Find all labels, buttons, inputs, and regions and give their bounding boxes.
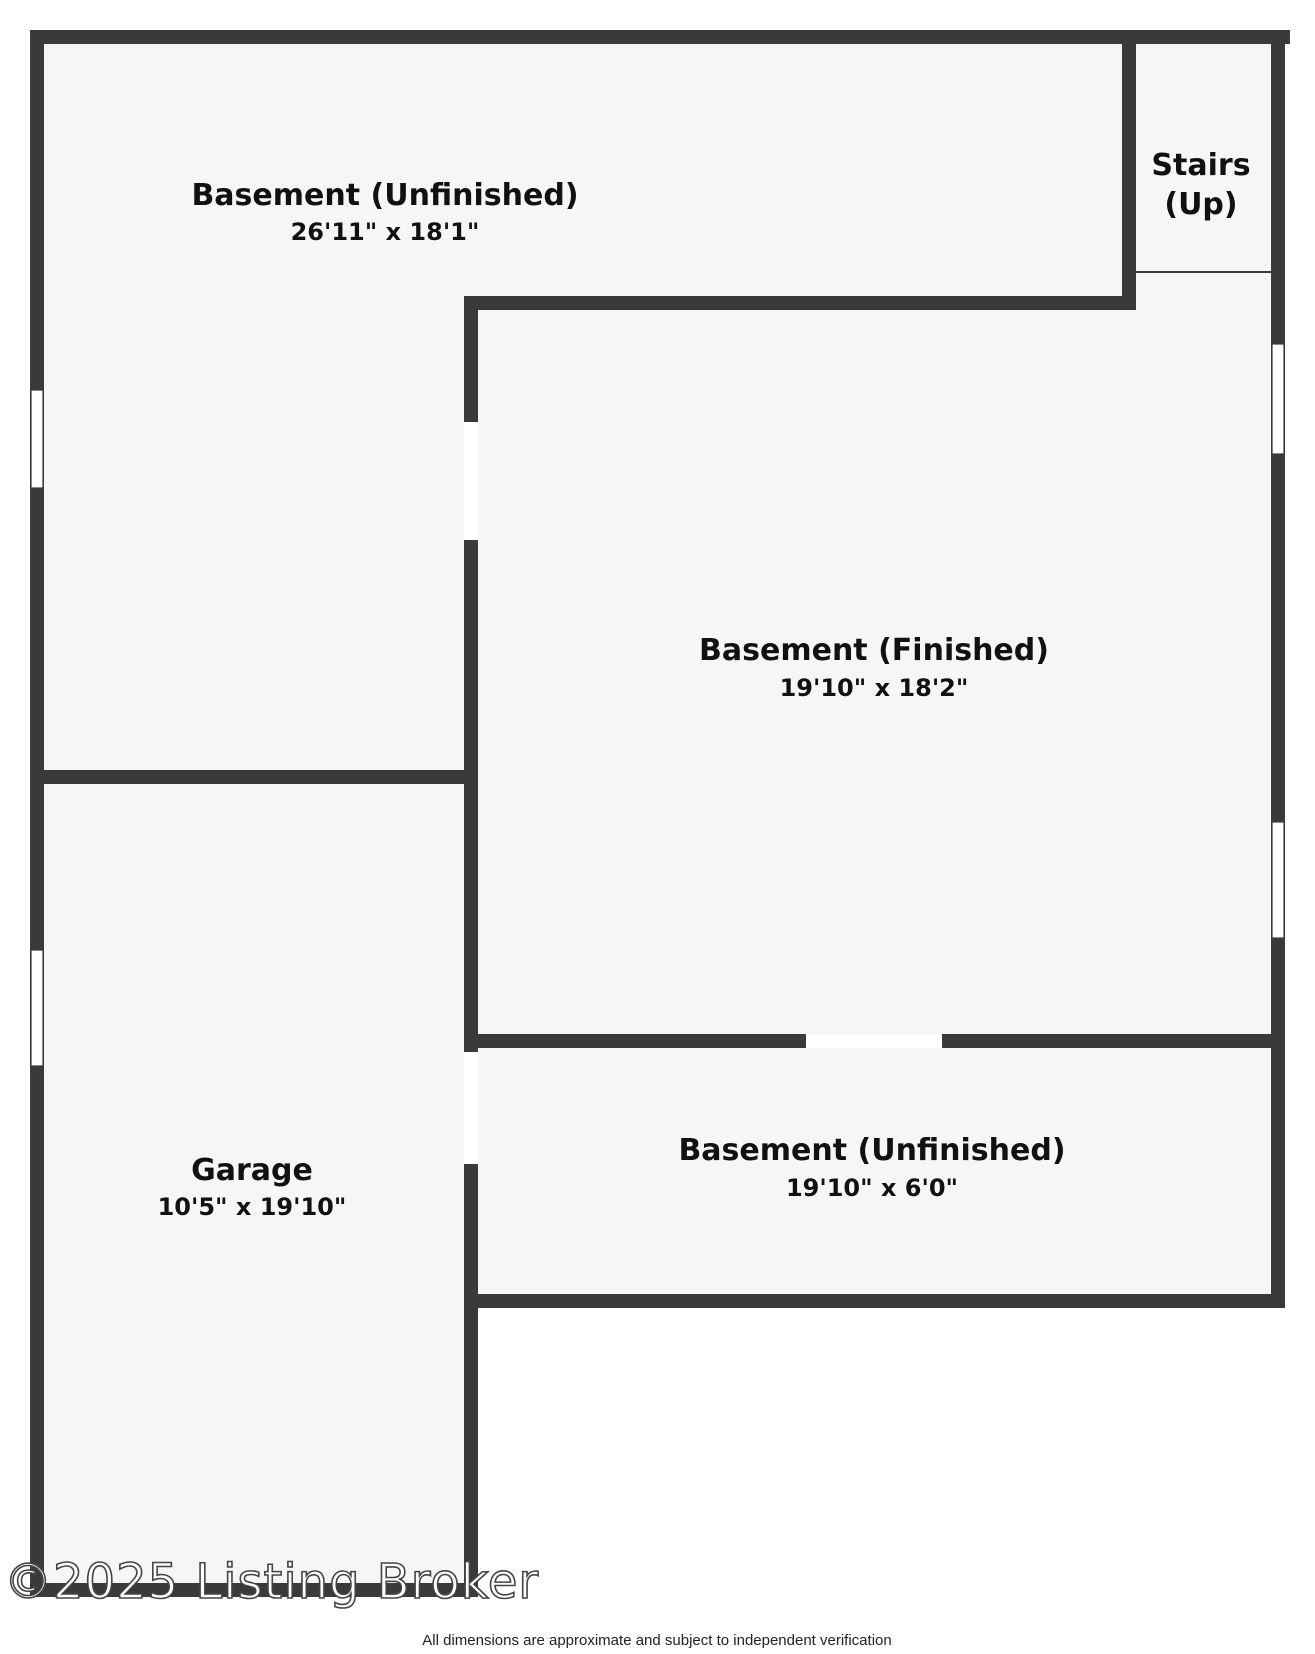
wall-l-horizontal [464, 296, 1136, 310]
wall-left [30, 30, 44, 1596]
floor-areas [44, 44, 1271, 1588]
walls [30, 30, 1290, 1597]
room-name-basement-unfinished-bottom: Basement (Unfinished) [678, 1133, 1065, 1168]
door-finished-bottom [806, 1034, 942, 1048]
wall-garage-top [36, 770, 470, 784]
room-dim-garage: 10'5" x 19'10" [158, 1193, 347, 1221]
openings [30, 343, 1285, 1164]
door-middle-top [464, 422, 478, 540]
wall-top [30, 30, 1290, 44]
room-name-stairs-line1: Stairs [1151, 148, 1250, 183]
room-name-basement-finished: Basement (Finished) [699, 633, 1049, 668]
room-name-basement-unfinished-top: Basement (Unfinished) [191, 178, 578, 213]
wall-stairs-left [1122, 30, 1136, 310]
window-left-top [30, 389, 44, 489]
door-middle-bottom [464, 1052, 478, 1164]
floor-basement-finished [478, 274, 1271, 1040]
room-labels: Basement (Unfinished) 26'11" x 18'1" Sta… [158, 148, 1251, 1221]
wall-right [1271, 30, 1285, 1308]
room-dim-basement-unfinished-bottom: 19'10" x 6'0" [786, 1174, 958, 1202]
floor-stairs [1135, 44, 1271, 274]
room-dim-basement-unfinished-top: 26'11" x 18'1" [291, 218, 480, 246]
room-dim-basement-finished: 19'10" x 18'2" [780, 674, 969, 702]
room-name-stairs-line2: (Up) [1164, 187, 1237, 222]
disclaimer: All dimensions are approximate and subje… [422, 1632, 891, 1649]
window-right-bottom [1271, 821, 1285, 939]
window-right-top [1271, 343, 1285, 455]
watermark: ©2025 Listing Broker [4, 1554, 539, 1610]
window-left-bottom [30, 949, 44, 1067]
wall-bottom-unfinished [464, 1294, 1285, 1308]
room-name-garage: Garage [191, 1153, 313, 1188]
wall-garage-bottom [30, 1583, 476, 1597]
floor-garage [44, 781, 468, 1588]
floor-basement-unfinished-bottom [478, 1048, 1271, 1298]
wall-middle-vertical [464, 296, 478, 1597]
